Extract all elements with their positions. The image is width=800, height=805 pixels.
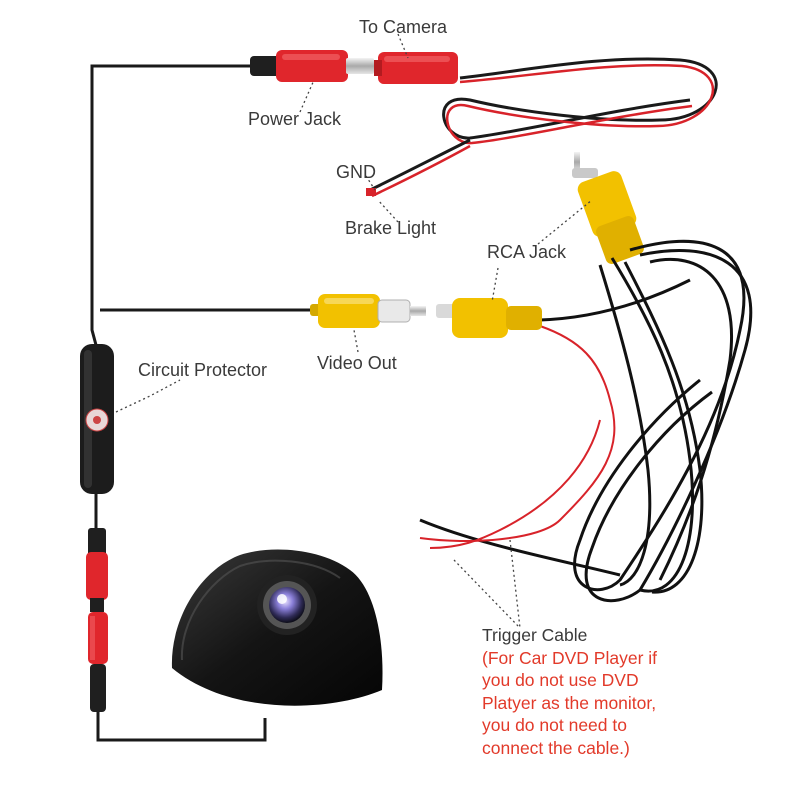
video-out-connector bbox=[310, 294, 426, 328]
trigger-note-line: connect the cable.) bbox=[482, 737, 630, 758]
to-camera-connector bbox=[374, 52, 458, 84]
label-to-camera: To Camera bbox=[359, 17, 448, 37]
backup-camera bbox=[171, 549, 383, 706]
trigger-cable-note: Trigger Cable (For Car DVD Player if you… bbox=[482, 624, 657, 759]
trigger-note-line: you do not use DVD bbox=[482, 670, 639, 690]
trigger-wire bbox=[419, 325, 616, 549]
rca-jack-connector bbox=[572, 152, 644, 264]
brake-light-wire-end bbox=[366, 188, 376, 196]
trigger-note-line: you do not need to bbox=[482, 715, 627, 735]
power-cable-coil bbox=[369, 57, 718, 198]
label-circuit-protector: Circuit Protector bbox=[138, 360, 268, 380]
trigger-cable-title: Trigger Cable bbox=[482, 625, 588, 645]
label-video-out: Video Out bbox=[317, 353, 397, 373]
rca-female-connector bbox=[436, 298, 542, 338]
label-gnd: GND bbox=[336, 162, 376, 182]
leader-lines bbox=[115, 33, 593, 629]
circuit-protector bbox=[80, 344, 114, 494]
label-power-jack: Power Jack bbox=[248, 109, 342, 129]
label-rca-jack: RCA Jack bbox=[487, 242, 567, 262]
video-cable-coil bbox=[419, 239, 753, 603]
trigger-note-line: (For Car DVD Player if bbox=[482, 647, 658, 668]
trigger-note-line: Platyer as the monitor, bbox=[482, 692, 657, 713]
camera-power-connector bbox=[86, 528, 108, 712]
main-harness-wire bbox=[90, 64, 320, 742]
power-jack-connector bbox=[250, 50, 374, 82]
label-brake-light: Brake Light bbox=[345, 218, 437, 238]
